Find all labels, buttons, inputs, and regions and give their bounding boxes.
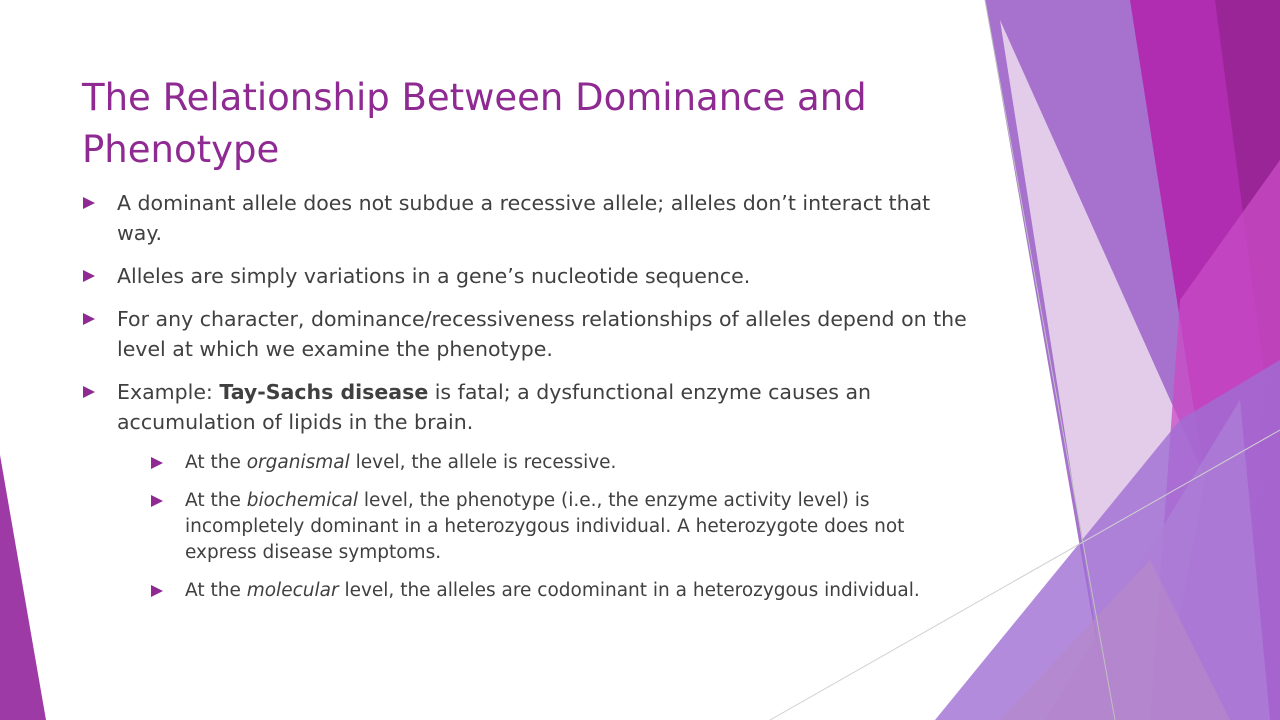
bullet-item: A dominant allele does not subdue a rece… <box>80 188 970 248</box>
bullet-text-pre: Example: <box>117 380 220 404</box>
bottom-facet-purple <box>935 360 1280 720</box>
sub-bullet-pre: At the <box>185 490 247 511</box>
sub-bullet-item: At the biochemical level, the phenotype … <box>148 488 970 566</box>
arrow-right-icon <box>151 457 163 469</box>
arrow-right-icon <box>83 386 95 398</box>
thin-line-1 <box>984 0 1116 720</box>
thin-line-2 <box>769 429 1280 720</box>
slide-title: The Relationship Between Dominance and P… <box>82 76 867 171</box>
bottom-facet-mauve <box>1000 560 1230 720</box>
bullet-item: For any character, dominance/recessivene… <box>80 304 970 364</box>
sub-bullet-post: level, the phenotype (i.e., the enzyme a… <box>185 490 905 563</box>
bullet-item: Alleles are simply variations in a gene’… <box>80 261 970 291</box>
sub-bullet-pre: At the <box>185 452 247 473</box>
arrow-right-icon <box>83 270 95 282</box>
level-term: organismal <box>246 452 350 473</box>
sub-bullet-item: At the organismal level, the allele is r… <box>148 450 970 476</box>
sub-bullet-pre: At the <box>185 580 247 601</box>
bullet-item: Example: Tay-Sachs disease is fatal; a d… <box>80 377 970 437</box>
left-edge-shape <box>0 455 46 720</box>
bullet-text: For any character, dominance/recessivene… <box>117 307 967 361</box>
bullet-text: A dominant allele does not subdue a rece… <box>117 191 931 245</box>
level-term: molecular <box>246 580 339 601</box>
bullet-text-post: is fatal; a dysfunctional enzyme causes … <box>117 380 872 434</box>
arrow-right-icon <box>83 313 95 325</box>
tay-sachs-term: Tay-Sachs disease <box>219 380 429 404</box>
sub-bullet-post: level, the alleles are codominant in a h… <box>338 580 920 601</box>
level-term: biochemical <box>246 490 359 511</box>
sub-bullet-item: At the molecular level, the alleles are … <box>148 578 970 604</box>
slide-body: A dominant allele does not subdue a rece… <box>80 188 970 616</box>
arrow-right-icon <box>151 495 163 507</box>
arrow-right-icon <box>83 197 95 209</box>
sub-bullet-post: level, the allele is recessive. <box>349 452 617 473</box>
arrow-right-icon <box>151 585 163 597</box>
bullet-text: Alleles are simply variations in a gene’… <box>117 264 751 288</box>
